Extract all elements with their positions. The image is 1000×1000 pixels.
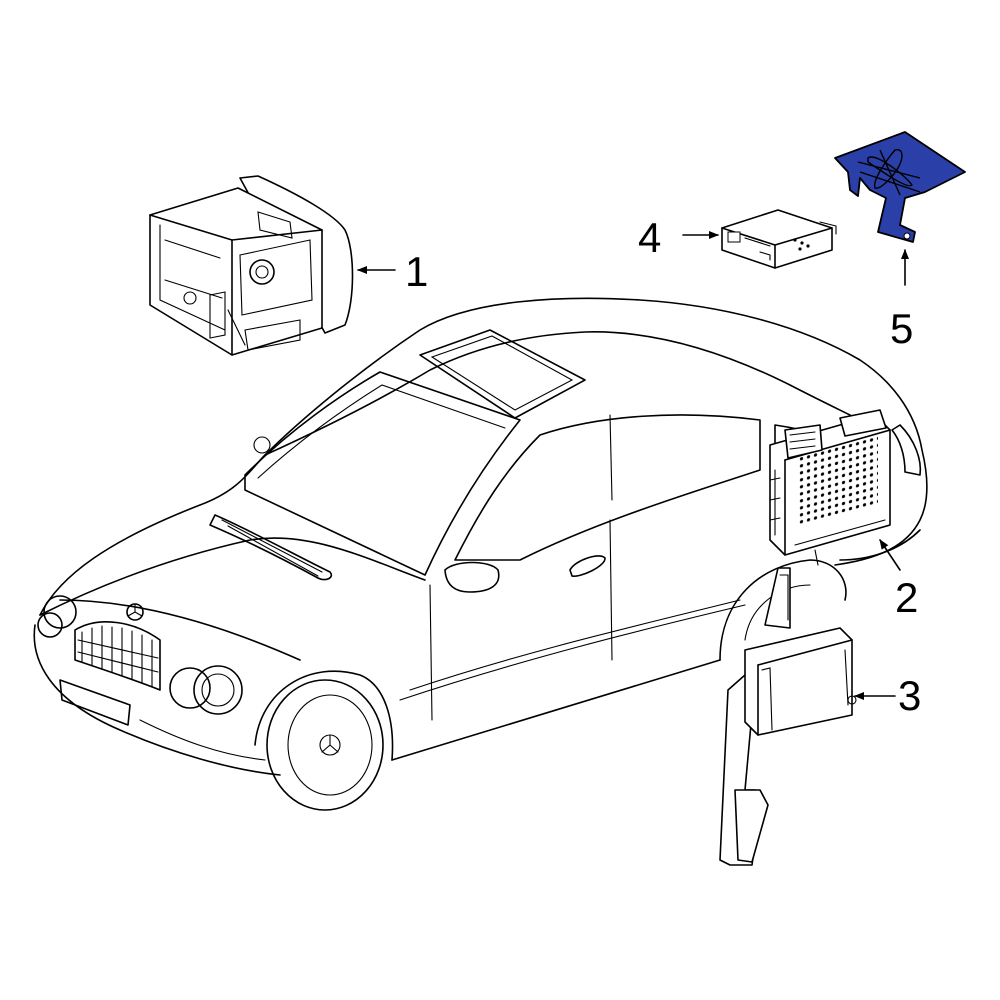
callout-2: 2 bbox=[879, 539, 918, 621]
callout-3: 3 bbox=[854, 672, 921, 719]
part-5-bracket-highlighted bbox=[834, 131, 966, 243]
part-4-control-box bbox=[721, 209, 837, 269]
callout-4: 4 bbox=[638, 214, 719, 261]
callout-label-4: 4 bbox=[638, 214, 661, 261]
callout-label-3: 3 bbox=[898, 672, 921, 719]
callout-label-2: 2 bbox=[895, 574, 918, 621]
part-2-module bbox=[769, 409, 891, 566]
callout-1: 1 bbox=[357, 248, 428, 295]
part-1-head-unit bbox=[149, 175, 354, 356]
part-3-bracket-module bbox=[719, 567, 857, 866]
car-illustration bbox=[33, 297, 928, 811]
callout-5: 5 bbox=[890, 249, 913, 352]
callout-label-5: 5 bbox=[890, 305, 913, 352]
callout-label-1: 1 bbox=[405, 248, 428, 295]
